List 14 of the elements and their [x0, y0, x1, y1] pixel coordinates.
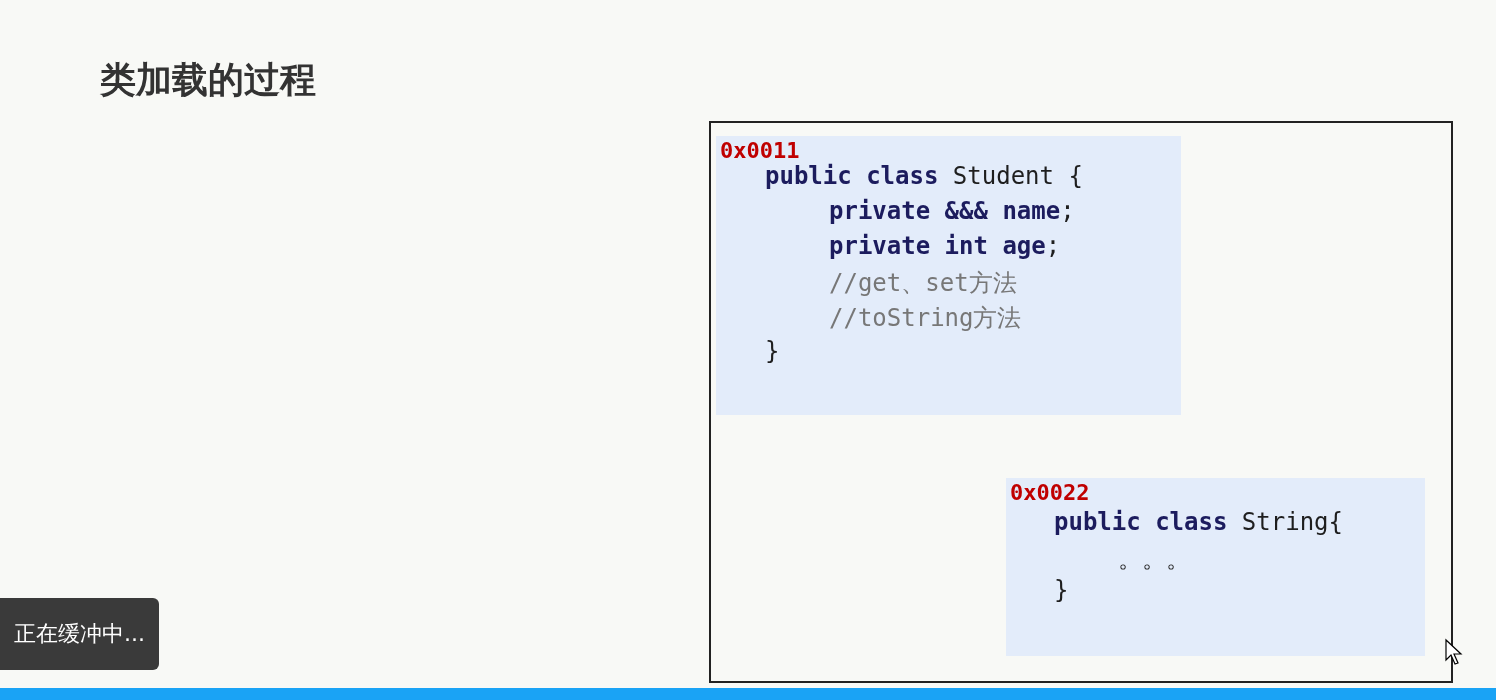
- code-comment: //toString方法: [829, 303, 1022, 334]
- memory-address: 0x0022: [1010, 480, 1090, 505]
- code-line: private int age;: [829, 232, 1061, 260]
- code-line: }: [765, 337, 780, 365]
- code-line: public class String{: [1054, 508, 1343, 536]
- code-line: }: [1054, 576, 1069, 604]
- memory-address: 0x0011: [720, 138, 800, 163]
- code-line: public class Student {: [765, 162, 1083, 190]
- buffering-toast: 正在缓冲中...: [0, 598, 159, 670]
- code-line: 。。。: [1118, 544, 1190, 575]
- outer-frame: [709, 121, 1453, 683]
- slide-title: 类加载的过程: [100, 58, 316, 102]
- code-comment: //get、set方法: [829, 268, 1017, 299]
- code-line: private &&& name;: [829, 197, 1075, 225]
